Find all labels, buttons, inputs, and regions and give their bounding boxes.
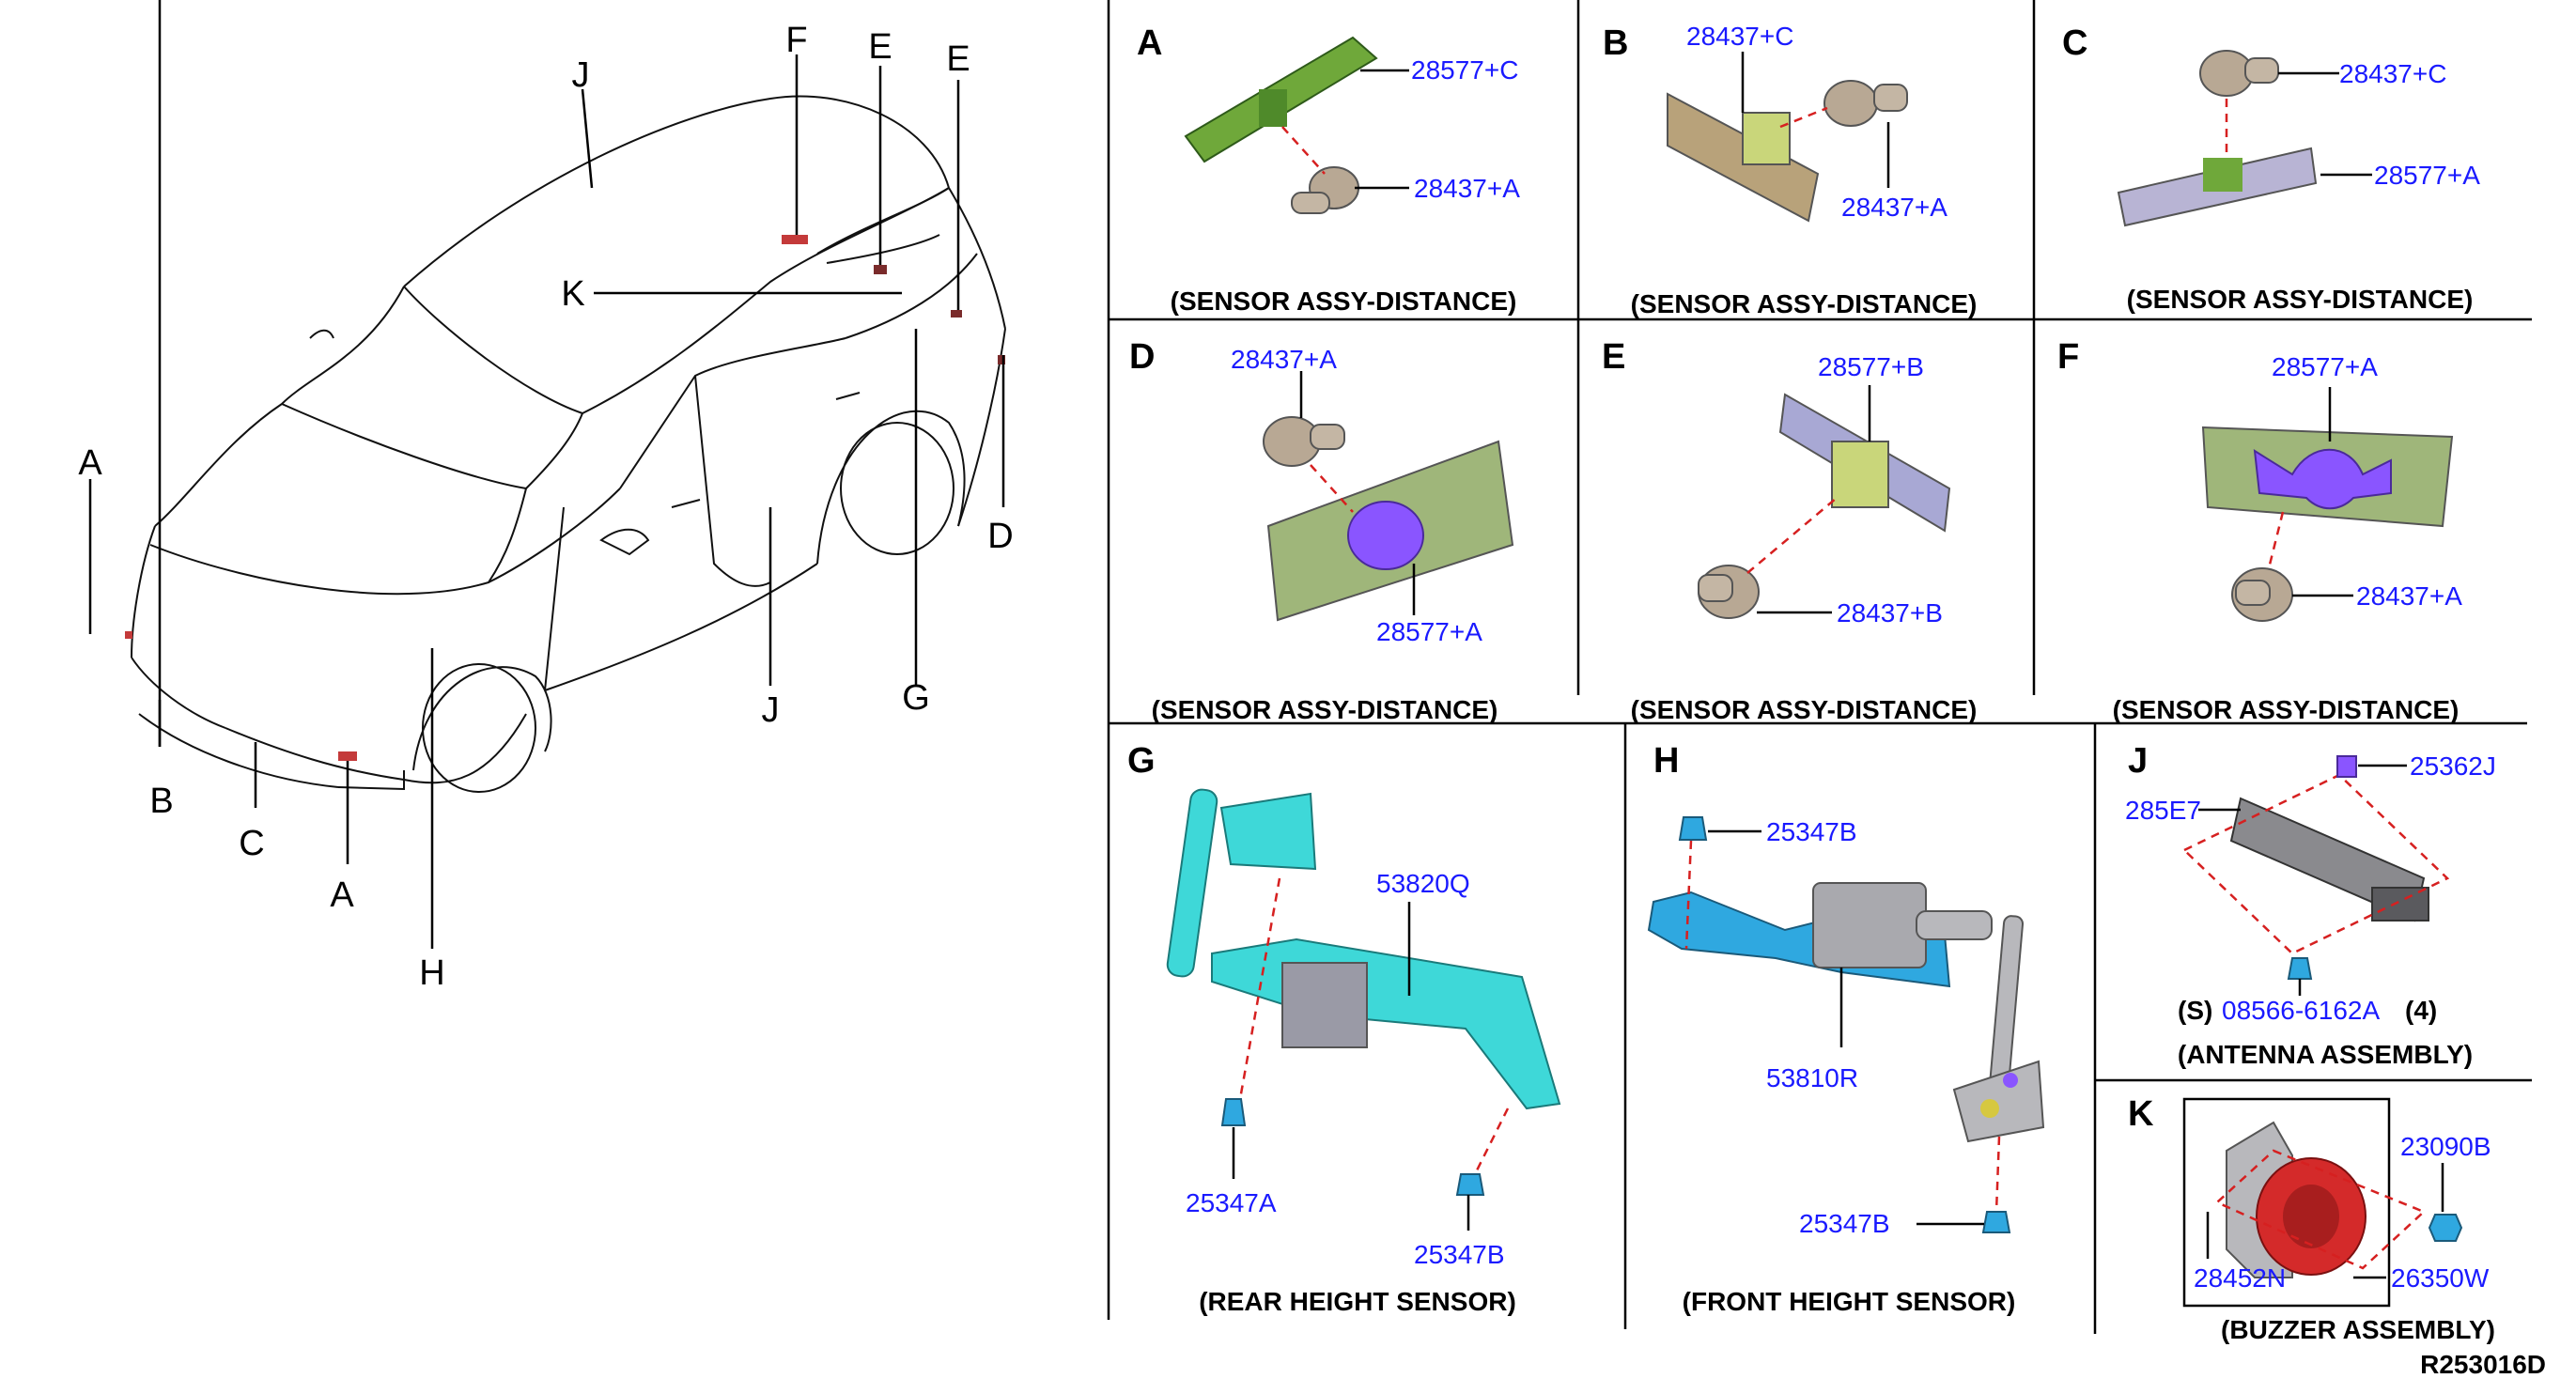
vehicle-label-c: C <box>239 824 264 863</box>
panel-c-part-2: 28577+A <box>2374 161 2480 190</box>
vehicle-label-e-2: E <box>946 39 970 79</box>
panel-k-part-2: 28452N <box>2194 1263 2286 1293</box>
vehicle-label-k: K <box>561 274 584 314</box>
panel-j-part-1: 25362J <box>2410 751 2496 781</box>
panel-b-letter: B <box>1603 23 1628 63</box>
vehicle-leaders <box>88 0 1005 949</box>
panel-k-caption: (BUZZER ASSEMBLY) <box>2221 1315 2495 1344</box>
panel-f-holder <box>2253 448 2392 510</box>
panel-d-part-1: 28437+A <box>1231 345 1337 374</box>
panel-b: B 28437+C 28437+A (SENSOR ASSY-DISTANCE) <box>1603 22 1977 318</box>
panel-k-frame <box>2182 1097 2391 1308</box>
panel-g-part-1: 53820Q <box>1376 869 1470 898</box>
panel-b-part-1: 28437+C <box>1686 22 1793 51</box>
panel-j-prefix: (S) <box>2178 996 2212 1025</box>
panel-b-caption: (SENSOR ASSY-DISTANCE) <box>1631 289 1978 318</box>
panel-e: E 28577+B 28437+B (SENSOR ASSY-DISTANCE) <box>1602 337 1977 724</box>
vehicle-label-b: B <box>149 782 173 821</box>
panel-h-letter: H <box>1653 741 1679 781</box>
panel-d-part-2: 28577+A <box>1376 617 1482 646</box>
panel-b-part-2: 28437+A <box>1841 193 1948 222</box>
panel-k-letter: K <box>2128 1094 2154 1134</box>
vehicle-labels: J F E E K A D B C A H J G <box>78 21 1013 993</box>
panel-a: A 28577+C 28437+A (SENSOR ASSY-DISTANCE) <box>1137 23 1520 316</box>
panel-f-caption: (SENSOR ASSY-DISTANCE) <box>2113 695 2460 724</box>
panel-j-qty: (4) <box>2405 996 2437 1025</box>
panel-d-caption: (SENSOR ASSY-DISTANCE) <box>1152 695 1498 724</box>
panel-j: J 25362J 285E7 (S) 08566-6162A (4) (ANTE… <box>2125 741 2496 1069</box>
vehicle-label-j-top: J <box>572 55 590 95</box>
panel-h: H 25347B 53810R 25347B (FRONT HEIGHT SEN… <box>1647 741 2045 1316</box>
panel-f-letter: F <box>2057 337 2079 377</box>
vehicle-label-g: G <box>902 678 930 718</box>
vehicle-label-d: D <box>987 517 1013 556</box>
panel-k-part-3: 26350W <box>2391 1263 2490 1293</box>
panel-a-letter: A <box>1137 23 1162 63</box>
panel-c: C 28437+C 28577+A (SENSOR ASSY-DISTANCE) <box>2062 23 2480 314</box>
panel-a-part-2: 28437+A <box>1414 174 1520 203</box>
panel-e-part-1: 28577+B <box>1818 352 1924 381</box>
vehicle-label-j-side: J <box>762 690 780 730</box>
vehicle-outline <box>125 95 1006 793</box>
panel-h-part-2: 53810R <box>1766 1063 1858 1092</box>
panel-g-part-2: 25347A <box>1186 1188 1277 1217</box>
panel-g: G 53820Q 25347A 25347B (REAR HEIGHT SENS… <box>1127 741 1561 1316</box>
panel-g-bolt-1 <box>1220 1098 1247 1126</box>
vehicle-label-f: F <box>785 21 807 60</box>
panel-grid <box>1107 0 2532 1334</box>
panel-b-sensor <box>1823 80 1878 127</box>
panel-e-part-2: 28437+B <box>1837 598 1943 627</box>
panel-j-screw <box>2287 957 2313 980</box>
vehicle-label-a-bottom: A <box>330 875 354 915</box>
panel-j-letter: J <box>2128 741 2148 781</box>
panel-e-caption: (SENSOR ASSY-DISTANCE) <box>1631 695 1978 724</box>
panel-g-part-3: 25347B <box>1414 1240 1505 1269</box>
panel-h-part-1: 25347B <box>1766 817 1857 846</box>
panel-f-part-1: 28577+A <box>2272 352 2378 381</box>
panel-d-holder <box>1347 501 1424 570</box>
vehicle-label-h: H <box>419 953 444 993</box>
panel-e-letter: E <box>1602 337 1625 377</box>
panel-g-bolt-2 <box>1455 1173 1485 1196</box>
panel-h-sensor-assembly <box>1647 882 2045 1143</box>
panel-k: K 23090B 28452N 26350W (BUZZER ASSEMBLY) <box>2128 1094 2495 1344</box>
vehicle-label-a-left: A <box>78 443 102 483</box>
panel-j-part-3: 08566-6162A <box>2222 996 2380 1025</box>
panel-g-letter: G <box>1127 741 1156 781</box>
panel-g-sensor-assembly <box>1166 788 1561 1110</box>
panel-j-clip <box>2336 755 2357 778</box>
panel-k-part-1: 23090B <box>2400 1132 2491 1161</box>
panel-k-nut <box>2428 1214 2463 1242</box>
panel-c-part-1: 28437+C <box>2339 59 2446 88</box>
panel-d: D 28437+A 28577+A (SENSOR ASSY-DISTANCE) <box>1129 337 1514 724</box>
panel-f: F 28577+A 28437+A (SENSOR ASSY-DISTANCE) <box>2057 337 2462 724</box>
panel-d-letter: D <box>1129 337 1155 377</box>
vehicle-label-e-1: E <box>868 27 892 67</box>
panel-g-caption: (REAR HEIGHT SENSOR) <box>1199 1287 1516 1316</box>
panel-c-caption: (SENSOR ASSY-DISTANCE) <box>2127 285 2474 314</box>
panel-a-part-1: 28577+C <box>1411 55 1518 85</box>
vehicle-overview: J F E E K A D B C A H J G <box>78 0 1014 993</box>
drawing-number: R253016D <box>2420 1350 2546 1379</box>
panel-h-bolt-2 <box>1981 1211 2011 1233</box>
panel-j-caption: (ANTENNA ASSEMBLY) <box>2178 1040 2473 1069</box>
panel-f-part-2: 28437+A <box>2356 581 2462 611</box>
panel-h-caption: (FRONT HEIGHT SENSOR) <box>1683 1287 2016 1316</box>
panel-c-letter: C <box>2062 23 2087 63</box>
panel-a-caption: (SENSOR ASSY-DISTANCE) <box>1171 287 1517 316</box>
panel-h-part-3: 25347B <box>1799 1209 1890 1238</box>
panel-j-part-2: 285E7 <box>2125 796 2201 825</box>
panel-h-bolt-1 <box>1678 816 1708 841</box>
